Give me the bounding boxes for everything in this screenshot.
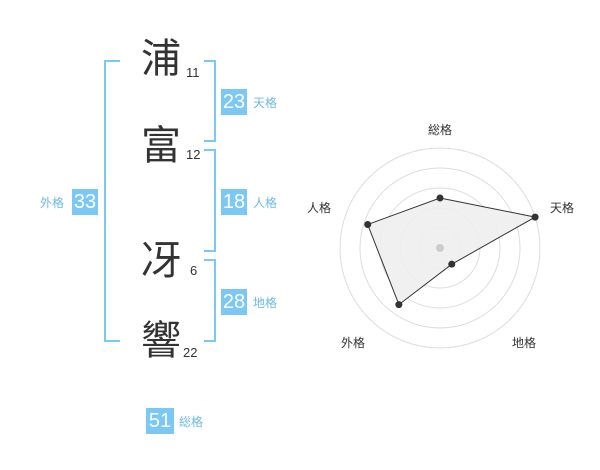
name-char-3: 冴: [141, 238, 181, 284]
radar-grid: [339, 147, 541, 349]
jinkaku-bracket: [204, 149, 216, 252]
gaikaku-badge: 33: [72, 189, 98, 215]
name-char-4: 響: [141, 318, 181, 364]
gaikaku-label: 外格: [40, 196, 65, 210]
radar-grid-ring: [419, 227, 461, 269]
radar-point: [395, 301, 403, 309]
radar-grid-ring: [359, 167, 521, 329]
stroke-count-4: 22: [183, 345, 198, 360]
chikaku-bracket: [204, 259, 216, 342]
radar-axis-label-tenkaku: 天格: [550, 200, 574, 215]
stroke-count-2: 12: [186, 147, 201, 162]
radar-point: [436, 194, 444, 202]
stroke-count-3: 6: [190, 263, 198, 278]
radar-axis-label-chikaku: 地格: [512, 335, 536, 350]
tenkaku-bracket: [204, 60, 216, 142]
soukaku-badge: 51: [146, 408, 174, 434]
jinkaku-badge: 18: [221, 189, 247, 215]
radar-axis-label-soukaku: 総格: [428, 122, 452, 137]
jinkaku-label: 人格: [253, 196, 278, 210]
soukaku-label: 総格: [179, 415, 204, 429]
radar-axis-label-jinkaku: 人格: [307, 200, 331, 215]
radar-points: [364, 194, 539, 309]
radar-axis-label-gaikaku: 外格: [341, 335, 365, 350]
radar-point: [364, 221, 372, 229]
radar-grid-ring: [379, 187, 501, 309]
radar-point: [531, 213, 539, 221]
radar-grid-ring: [339, 147, 541, 349]
radar-grid-ring: [399, 207, 481, 289]
name-char-1: 浦: [141, 36, 181, 82]
gaikaku-bracket: [104, 60, 120, 342]
chikaku-badge: 28: [221, 289, 247, 315]
radar-area: [367, 197, 537, 306]
tenkaku-badge: 23: [221, 89, 247, 115]
name-char-2: 富: [141, 123, 181, 169]
radar-point: [448, 260, 456, 268]
stroke-count-1: 11: [186, 65, 200, 80]
tenkaku-label: 天格: [253, 96, 278, 110]
chikaku-label: 地格: [253, 296, 278, 310]
radar-center-dot: [436, 244, 444, 252]
